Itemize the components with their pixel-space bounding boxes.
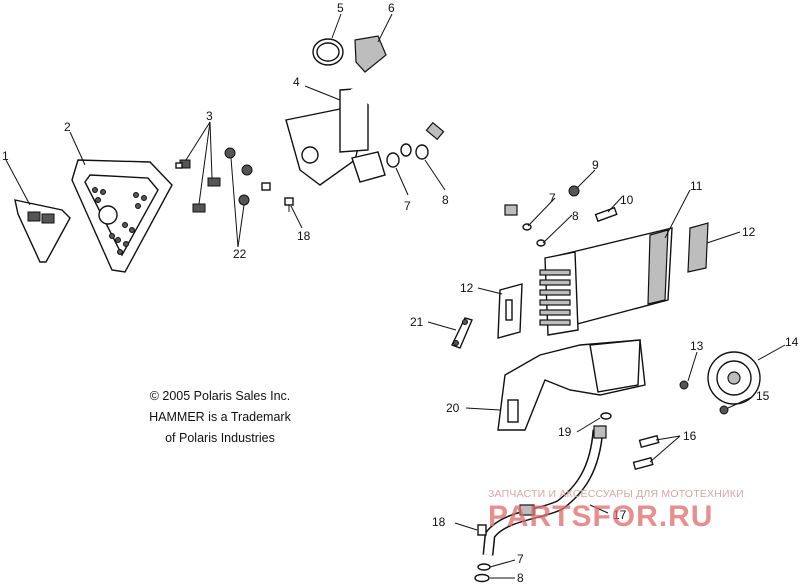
copyright-line-3: of Polaris Industries bbox=[165, 431, 275, 445]
label-11: 11 bbox=[690, 179, 703, 193]
part-15-bolt bbox=[719, 405, 729, 415]
copyright-line-2: HAMMER is a Trademark bbox=[149, 410, 291, 424]
label-1: 1 bbox=[2, 149, 9, 163]
label-7a: 7 bbox=[404, 199, 411, 213]
part-21-link bbox=[451, 317, 473, 349]
part-22-nuts bbox=[224, 147, 271, 206]
label-21: 21 bbox=[410, 315, 424, 329]
part-18-screw-upper bbox=[284, 197, 294, 212]
copyright-line-1: © 2005 Polaris Sales Inc. bbox=[149, 389, 291, 403]
label-16: 16 bbox=[683, 429, 697, 443]
part-14-fan bbox=[707, 351, 761, 405]
label-18b: 18 bbox=[432, 515, 446, 529]
label-17: 17 bbox=[613, 508, 627, 522]
part-19-oring bbox=[600, 412, 612, 420]
label-7c: 7 bbox=[517, 552, 524, 566]
watermark-tagline: ЗАПЧАСТИ И АКСЕССУАРЫ ДЛЯ МОТОТЕХНИКИ bbox=[488, 488, 744, 500]
label-2: 2 bbox=[64, 120, 71, 134]
part-12-pad-left bbox=[497, 283, 523, 339]
part-3-clips bbox=[175, 159, 221, 213]
label-15: 15 bbox=[756, 389, 770, 403]
label-12b: 12 bbox=[460, 281, 474, 295]
label-13: 13 bbox=[690, 339, 704, 353]
label-5: 5 bbox=[337, 1, 344, 15]
part-16-bolts bbox=[632, 434, 660, 471]
washers-upper bbox=[386, 143, 546, 247]
label-8b: 8 bbox=[572, 209, 579, 223]
part-13-nut bbox=[679, 380, 689, 390]
label-20: 20 bbox=[446, 401, 460, 415]
part-1-emblem bbox=[14, 199, 71, 263]
part-6-fitting bbox=[354, 35, 387, 73]
callout-lines bbox=[5, 13, 786, 579]
part-2-grille-cover bbox=[71, 159, 173, 273]
upper-oil-hose bbox=[350, 82, 518, 216]
part-4-oil-tank bbox=[285, 87, 386, 186]
watermark-logo: PARTSFOR.RU bbox=[488, 500, 714, 533]
label-4: 4 bbox=[293, 75, 300, 89]
label-8c: 8 bbox=[517, 571, 524, 584]
label-8a: 8 bbox=[442, 193, 449, 207]
label-14: 14 bbox=[785, 335, 799, 349]
part-5-clamp bbox=[312, 38, 344, 66]
label-9: 9 bbox=[592, 158, 599, 172]
label-3: 3 bbox=[206, 109, 213, 123]
label-19: 19 bbox=[558, 425, 572, 439]
label-6: 6 bbox=[388, 1, 395, 15]
part-20-bracket bbox=[497, 339, 646, 431]
label-7b: 7 bbox=[549, 191, 556, 205]
part-17-lower-hose bbox=[482, 425, 607, 556]
part-11-oil-cooler bbox=[539, 227, 673, 336]
label-12a: 12 bbox=[742, 225, 756, 239]
label-22: 22 bbox=[233, 247, 247, 261]
label-10: 10 bbox=[620, 193, 634, 207]
part-9-nut bbox=[568, 185, 580, 197]
label-18a: 18 bbox=[297, 229, 311, 243]
part-10-bolt bbox=[594, 206, 618, 223]
part-12-pad-right bbox=[687, 222, 709, 273]
